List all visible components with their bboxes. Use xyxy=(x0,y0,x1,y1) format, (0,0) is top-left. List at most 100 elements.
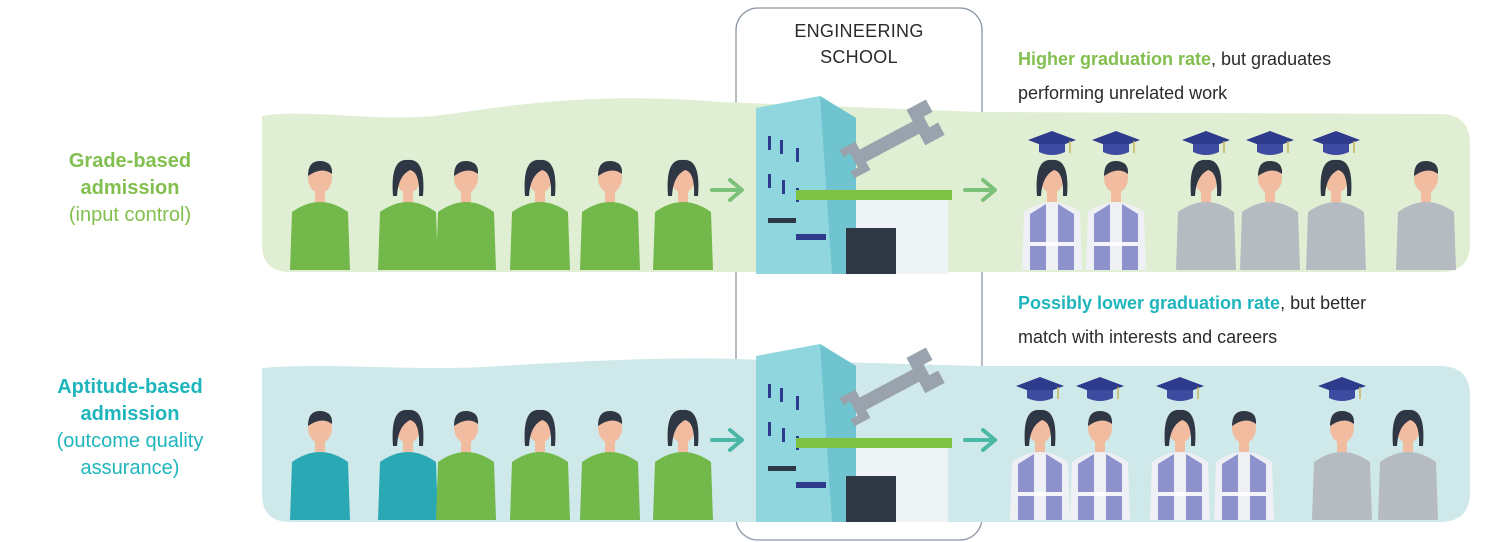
vest-stripe xyxy=(1094,242,1138,246)
vest-stripe xyxy=(1078,492,1122,496)
person-torso xyxy=(580,202,640,270)
person-icon xyxy=(510,159,570,270)
person-icon xyxy=(1240,160,1300,270)
graduation-cap-icon xyxy=(1182,131,1230,155)
vest-stripe xyxy=(1158,492,1202,496)
cap-band xyxy=(1193,144,1219,155)
person-torso xyxy=(378,202,438,270)
cap-band xyxy=(1039,144,1065,155)
person-hair xyxy=(1104,160,1129,176)
outcome-highlight: Higher graduation rate xyxy=(1018,49,1212,69)
person-icon xyxy=(1306,159,1366,270)
person-icon xyxy=(653,409,713,520)
building-bar xyxy=(796,482,826,488)
person-hair xyxy=(524,159,556,196)
outcome-line-2: match with interests and careers xyxy=(1018,327,1278,347)
person-torso xyxy=(1396,202,1456,270)
person-torso xyxy=(290,452,350,520)
building-window xyxy=(796,396,799,410)
cap-band xyxy=(1103,144,1129,155)
person-torso xyxy=(510,202,570,270)
safety-vest-left xyxy=(1158,454,1174,520)
person-torso xyxy=(436,452,496,520)
person-icon xyxy=(1312,410,1372,520)
outcome-line-2: performing unrelated work xyxy=(1018,83,1228,103)
wrench-tail xyxy=(839,141,871,179)
person-icon xyxy=(1010,409,1070,520)
vest-stripe xyxy=(1018,492,1062,496)
person-neck xyxy=(1047,190,1057,202)
person-torso xyxy=(653,452,713,520)
graduation-cap-icon xyxy=(1246,131,1294,155)
cap-band xyxy=(1323,144,1349,155)
person-hair xyxy=(454,410,479,426)
graduation-cap-icon xyxy=(1076,377,1124,401)
person-icon xyxy=(290,160,350,270)
vest-stripe xyxy=(1030,242,1074,246)
building-window xyxy=(780,388,783,402)
wrench-tail xyxy=(839,389,871,427)
person-neck xyxy=(1111,190,1121,202)
person-neck xyxy=(403,190,413,202)
arrow-right-icon xyxy=(963,428,997,452)
graduation-cap-icon xyxy=(1312,131,1360,155)
person-neck xyxy=(1095,440,1105,452)
wrench-icon xyxy=(839,347,945,427)
person-neck xyxy=(605,440,615,452)
outcome-grade-based: Higher graduation rate, but graduates pe… xyxy=(1018,42,1468,110)
person-neck xyxy=(1175,440,1185,452)
building-bar xyxy=(796,234,826,240)
arrow-head xyxy=(981,428,997,452)
person-hair xyxy=(1414,160,1439,176)
arrow-head xyxy=(981,178,997,202)
row-subtitle-line-1: (input control) xyxy=(68,204,192,226)
person-icon xyxy=(653,159,713,270)
person-icon xyxy=(378,159,438,270)
person-neck xyxy=(315,190,325,202)
person-neck xyxy=(1239,440,1249,452)
outcome-line-1: Higher graduation rate, but graduates xyxy=(1018,42,1468,76)
person-torso xyxy=(1240,202,1300,270)
school-title-line-1: ENGINEERING xyxy=(794,21,924,41)
building-window xyxy=(782,428,785,442)
school-title-line-2: SCHOOL xyxy=(820,47,898,67)
person-neck xyxy=(461,190,471,202)
person-icon xyxy=(1214,410,1274,520)
outcome-line-1: Possibly lower graduation rate, but bett… xyxy=(1018,286,1468,320)
row-title-line-2: admission xyxy=(80,403,180,425)
outcome-text: , but graduates xyxy=(1211,49,1332,69)
building-platform xyxy=(796,190,952,200)
arrow-right-icon xyxy=(710,428,744,452)
safety-vest-right xyxy=(1122,204,1138,270)
person-torso xyxy=(436,202,496,270)
safety-vest-right xyxy=(1106,454,1122,520)
person-neck xyxy=(461,440,471,452)
person-hair xyxy=(1088,410,1113,426)
safety-vest-right xyxy=(1186,454,1202,520)
person-hair xyxy=(392,409,424,446)
person-hair xyxy=(1036,159,1068,196)
safety-vest-left xyxy=(1222,454,1238,520)
person-torso xyxy=(1176,202,1236,270)
school-building-icon xyxy=(756,344,952,522)
person-neck xyxy=(403,440,413,452)
building-window xyxy=(768,384,771,398)
person-torso xyxy=(580,452,640,520)
person-neck xyxy=(1331,190,1341,202)
arrow-head xyxy=(728,178,744,202)
person-icon xyxy=(1378,409,1438,520)
person-hair xyxy=(1190,159,1222,196)
person-icon xyxy=(1070,410,1130,520)
person-neck xyxy=(1201,190,1211,202)
person-icon xyxy=(378,409,438,520)
outcome-highlight: Possibly lower graduation rate xyxy=(1018,293,1281,313)
safety-vest-right xyxy=(1046,454,1062,520)
outcome-aptitude-based: Possibly lower graduation rate, but bett… xyxy=(1018,286,1468,354)
cap-band xyxy=(1329,390,1355,401)
person-icon xyxy=(580,160,640,270)
person-torso xyxy=(1306,202,1366,270)
row-title-line-1: Aptitude-based xyxy=(57,376,203,398)
person-hair xyxy=(1392,409,1424,446)
person-hair xyxy=(1258,160,1283,176)
